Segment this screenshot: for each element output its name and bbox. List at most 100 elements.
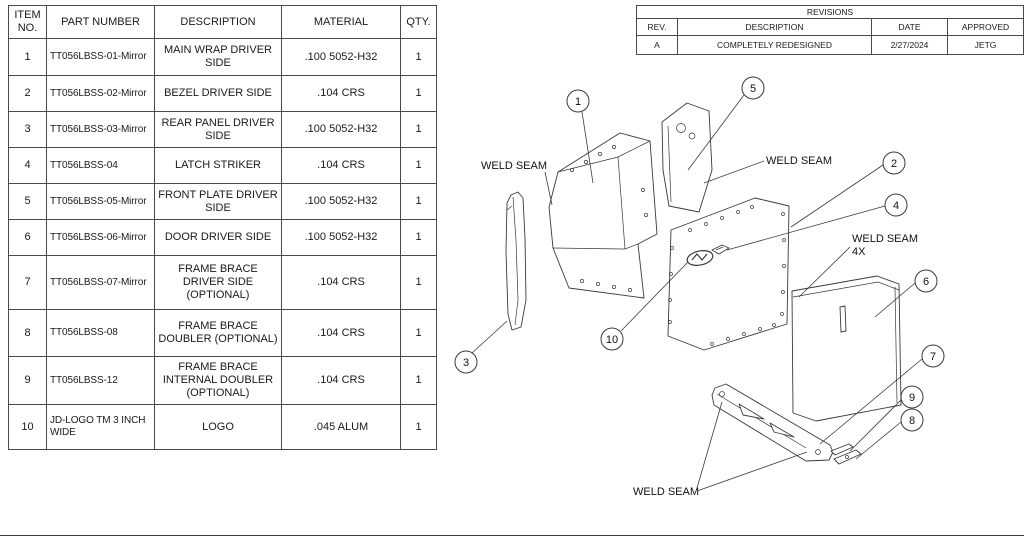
part-bezel (667, 197, 790, 351)
bom-cell-qty: 1 (400, 183, 437, 220)
bom-cell-description: LOGO (154, 404, 282, 450)
balloon-4: 4 (884, 193, 908, 217)
table-row: 2 TT056LBSS-02-Mirror BEZEL DRIVER SIDE … (8, 75, 437, 112)
part-rear-panel (505, 191, 527, 331)
leader-weld-seam-left (544, 171, 553, 206)
bom-cell-description: REAR PANEL DRIVER SIDE (154, 111, 282, 148)
table-row: 3 TT056LBSS-03-Mirror REAR PANEL DRIVER … (8, 111, 437, 148)
rev-cell-date: 2/27/2024 (871, 35, 948, 55)
part-logo (686, 250, 714, 266)
svg-text:8: 8 (909, 415, 915, 427)
bom-cell-qty: 1 (400, 404, 437, 450)
revisions-header-row: REV. DESCRIPTION DATE APPROVED (636, 18, 1024, 36)
balloon-5: 5 (741, 76, 765, 100)
balloon-6: 6 (914, 269, 938, 293)
svg-text:WELD SEAM: WELD SEAM (633, 486, 699, 498)
leader-balloon-7 (819, 358, 923, 445)
weld-seam-label-bottom: WELD SEAM (633, 401, 808, 498)
rev-cell-approved: JETG (946, 35, 1024, 55)
svg-text:9: 9 (909, 392, 915, 404)
svg-text:4X: 4X (852, 246, 866, 258)
bom-cell-description: FRAME BRACE INTERNAL DOUBLER (OPTIONAL) (154, 356, 282, 405)
part-front-plate (661, 102, 713, 213)
part-frame-brace-doubler (833, 449, 862, 465)
weld-seam-label-left: WELD SEAM (481, 160, 553, 206)
leader-balloon-6 (874, 282, 916, 318)
bom-cell-material: .100 5052-H32 (281, 38, 401, 76)
rev-cell-rev: A (636, 35, 678, 55)
svg-text:7: 7 (930, 351, 936, 363)
leader-balloon-4 (726, 205, 886, 251)
bom-header-item: ITEM NO. (8, 5, 47, 39)
bom-cell-qty: 1 (400, 356, 437, 405)
leader-balloon-5 (687, 94, 745, 171)
bom-cell-part-number: TT056LBSS-04 (46, 147, 155, 184)
bom-cell-material: .104 CRS (281, 309, 401, 357)
bom-cell-part-number: TT056LBSS-02-Mirror (46, 75, 155, 112)
svg-text:5: 5 (750, 83, 756, 95)
part-frame-brace-internal-doubler (830, 443, 854, 456)
bom-header-row: ITEM NO. PART NUMBER DESCRIPTION MATERIA… (8, 5, 437, 39)
bom-cell-material: .104 CRS (281, 75, 401, 112)
bom-cell-description: DOOR DRIVER SIDE (154, 219, 282, 256)
balloon-8: 8 (900, 408, 924, 432)
leader-balloon-10 (620, 261, 689, 332)
bom-cell-part-number: JD-LOGO TM 3 INCH WIDE (46, 404, 155, 450)
revisions-table: REVISIONS REV. DESCRIPTION DATE APPROVED… (635, 5, 1024, 55)
svg-text:1: 1 (575, 96, 581, 108)
bom-cell-part-number: TT056LBSS-08 (46, 309, 155, 357)
table-row: 6 TT056LBSS-06-Mirror DOOR DRIVER SIDE .… (8, 219, 437, 256)
balloon-7: 7 (921, 344, 945, 368)
bom-cell-item: 4 (8, 147, 47, 184)
leader-balloon-9 (849, 399, 902, 452)
bom-cell-description: LATCH STRIKER (154, 147, 282, 184)
part-latch-striker (711, 244, 730, 255)
bom-cell-material: .104 CRS (281, 147, 401, 184)
bom-cell-material: .100 5052-H32 (281, 111, 401, 148)
bom-cell-description: FRONT PLATE DRIVER SIDE (154, 183, 282, 220)
bom-cell-part-number: TT056LBSS-12 (46, 356, 155, 405)
table-row: 8 TT056LBSS-08 FRAME BRACE DOUBLER (OPTI… (8, 309, 437, 357)
bom-cell-qty: 1 (400, 219, 437, 256)
bom-cell-description: FRAME BRACE DRIVER SIDE (OPTIONAL) (154, 255, 282, 310)
svg-text:3: 3 (463, 357, 469, 369)
balloon-2: 2 (882, 151, 906, 175)
balloon-9: 9 (900, 385, 924, 409)
svg-text:WELD SEAM: WELD SEAM (481, 160, 547, 172)
table-row: 7 TT056LBSS-07-Mirror FRAME BRACE DRIVER… (8, 255, 437, 310)
part-main-wrap (548, 132, 658, 299)
bom-cell-part-number: TT056LBSS-03-Mirror (46, 111, 155, 148)
leader-balloon-2 (790, 164, 884, 228)
balloon-3: 3 (454, 350, 478, 374)
bom-cell-item: 6 (8, 219, 47, 256)
table-row: 5 TT056LBSS-05-Mirror FRONT PLATE DRIVER… (8, 183, 437, 220)
bom-cell-item: 1 (8, 38, 47, 76)
bom-cell-qty: 1 (400, 147, 437, 184)
leader-balloon-1 (581, 111, 594, 184)
part-frame-brace (711, 383, 834, 462)
bom-header-material: MATERIAL (281, 5, 401, 39)
svg-text:WELD SEAM: WELD SEAM (852, 233, 918, 245)
leader-weld-seam-4x (798, 246, 851, 298)
bom-cell-item: 7 (8, 255, 47, 310)
weld-seam-label-4x: WELD SEAM 4X (798, 233, 918, 298)
bom-cell-part-number: TT056LBSS-01-Mirror (46, 38, 155, 76)
table-row: A COMPLETELY REDESIGNED 2/27/2024 JETG (636, 35, 1024, 55)
table-row: 9 TT056LBSS-12 FRAME BRACE INTERNAL DOUB… (8, 356, 437, 405)
table-row: 4 TT056LBSS-04 LATCH STRIKER .104 CRS 1 (8, 147, 437, 184)
bom-cell-qty: 1 (400, 75, 437, 112)
weld-seam-label-right: WELD SEAM (703, 155, 832, 184)
svg-text:WELD SEAM: WELD SEAM (766, 155, 832, 167)
bom-cell-description: FRAME BRACE DOUBLER (OPTIONAL) (154, 309, 282, 357)
table-row: 10 JD-LOGO TM 3 INCH WIDE LOGO .045 ALUM… (8, 404, 437, 450)
bom-cell-material: .100 5052-H32 (281, 183, 401, 220)
part-door (791, 275, 902, 422)
balloon-1: 1 (566, 89, 590, 113)
svg-text:10: 10 (606, 334, 618, 346)
bom-header-qty: QTY. (400, 5, 437, 39)
leader-weld-seam-bottom-2 (696, 451, 808, 492)
rev-cell-description: COMPLETELY REDESIGNED (677, 35, 872, 55)
svg-text:2: 2 (891, 158, 897, 170)
